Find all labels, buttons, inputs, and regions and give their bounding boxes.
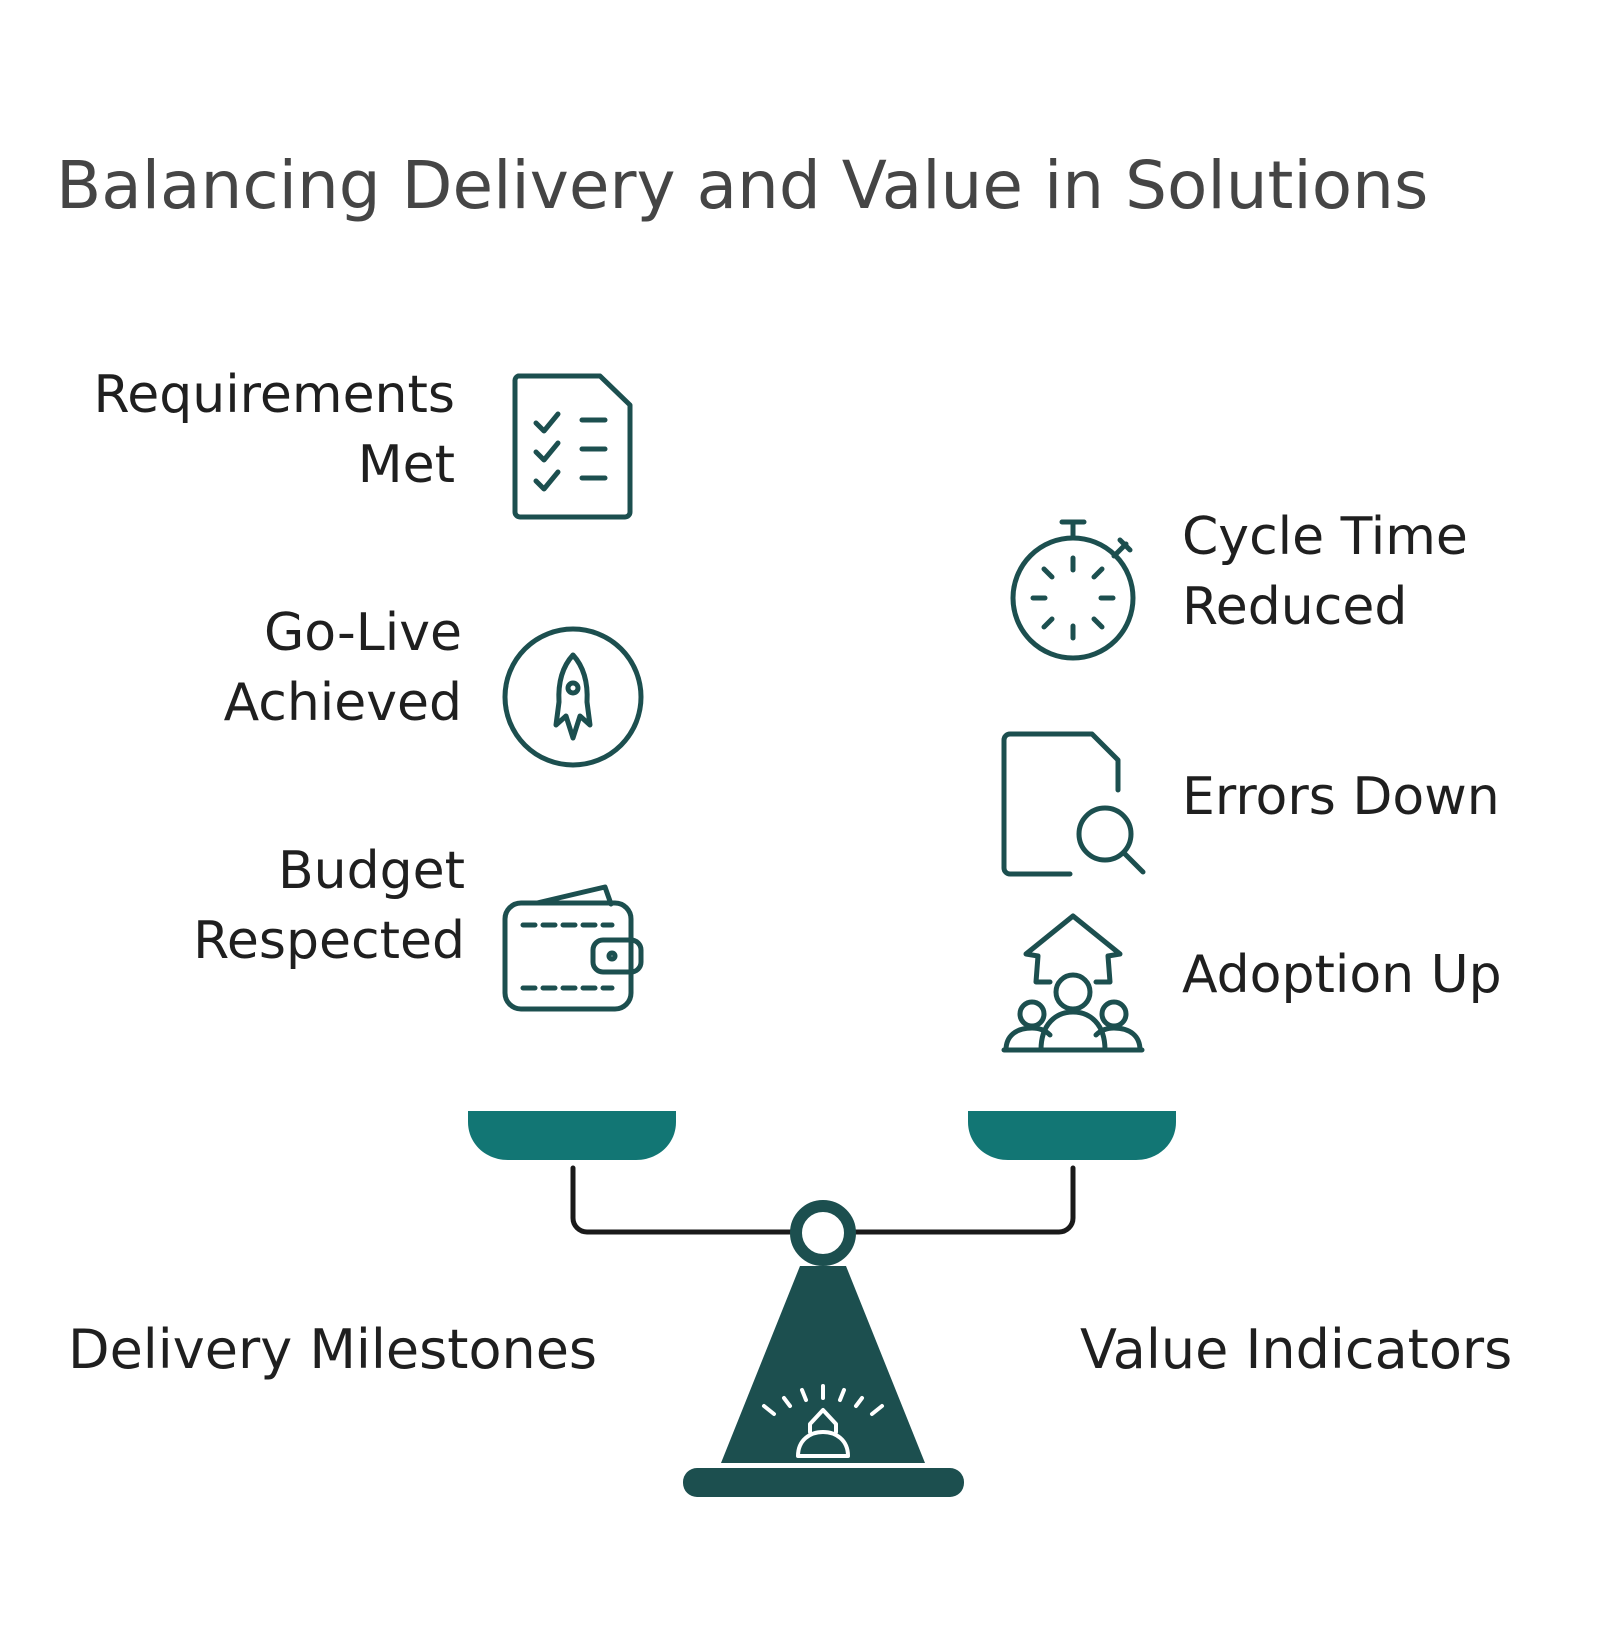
label-requirements-met: Requirements Met bbox=[93, 365, 455, 495]
people-growth-icon bbox=[1001, 913, 1145, 1053]
label-budget-respected: Budget Respected bbox=[193, 841, 465, 971]
wallet-icon bbox=[502, 884, 644, 1012]
rocket-icon bbox=[502, 626, 644, 768]
scale-base bbox=[683, 1468, 964, 1497]
scale-beam bbox=[570, 1165, 1076, 1235]
checklist-document-icon bbox=[512, 373, 633, 520]
right-pan bbox=[968, 1111, 1176, 1160]
page-title: Balancing Delivery and Value in Solution… bbox=[56, 147, 1429, 224]
document-search-icon bbox=[1001, 731, 1146, 877]
pivot-ring bbox=[790, 1200, 856, 1266]
left-pan bbox=[468, 1111, 676, 1160]
label-cycle-time-reduced: Cycle Time Reduced bbox=[1182, 507, 1468, 637]
alert-beacon-icon bbox=[762, 1384, 884, 1458]
label-errors-down: Errors Down bbox=[1182, 767, 1500, 827]
label-adoption-up: Adoption Up bbox=[1182, 945, 1502, 1005]
label-go-live-achieved: Go-Live Achieved bbox=[223, 603, 462, 733]
stopwatch-icon bbox=[1010, 519, 1136, 661]
delivery-milestones-heading: Delivery Milestones bbox=[68, 1318, 598, 1381]
value-indicators-heading: Value Indicators bbox=[1080, 1318, 1513, 1381]
